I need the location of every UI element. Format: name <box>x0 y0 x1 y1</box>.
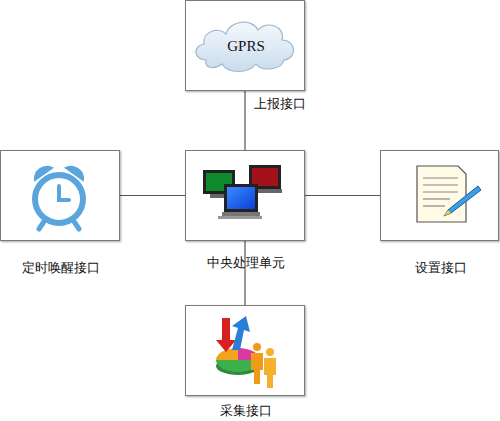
connector <box>245 241 246 305</box>
connector <box>245 91 246 150</box>
interface-box: 中央处理单元 <box>185 150 305 241</box>
unit-label: 中央处理单元 <box>186 255 306 271</box>
connector <box>120 195 185 196</box>
interface-label: 定时唤醒接口 <box>1 260 121 276</box>
alarm-clock-icon <box>35 167 83 229</box>
interface-label: 设置接口 <box>381 260 500 276</box>
document-icon <box>417 166 481 222</box>
interface-box: 设置接口 <box>380 150 499 241</box>
connector-line <box>244 91 245 150</box>
interface-box: GPRS上报接口 <box>185 0 305 91</box>
cloud-label: GPRS <box>186 38 306 54</box>
interface-box: 定时唤醒接口 <box>0 150 120 241</box>
connector-line <box>305 195 380 196</box>
computers-icon <box>203 165 282 219</box>
interface-label: 上报接口 <box>250 96 310 112</box>
interface-label: 采集接口 <box>186 403 306 419</box>
connector-line <box>244 241 245 305</box>
interface-box: 采集接口 <box>185 305 305 396</box>
connector-line <box>120 195 185 196</box>
connector <box>305 195 380 196</box>
cloud-icon <box>196 22 294 71</box>
data-collection-icon <box>216 316 276 388</box>
